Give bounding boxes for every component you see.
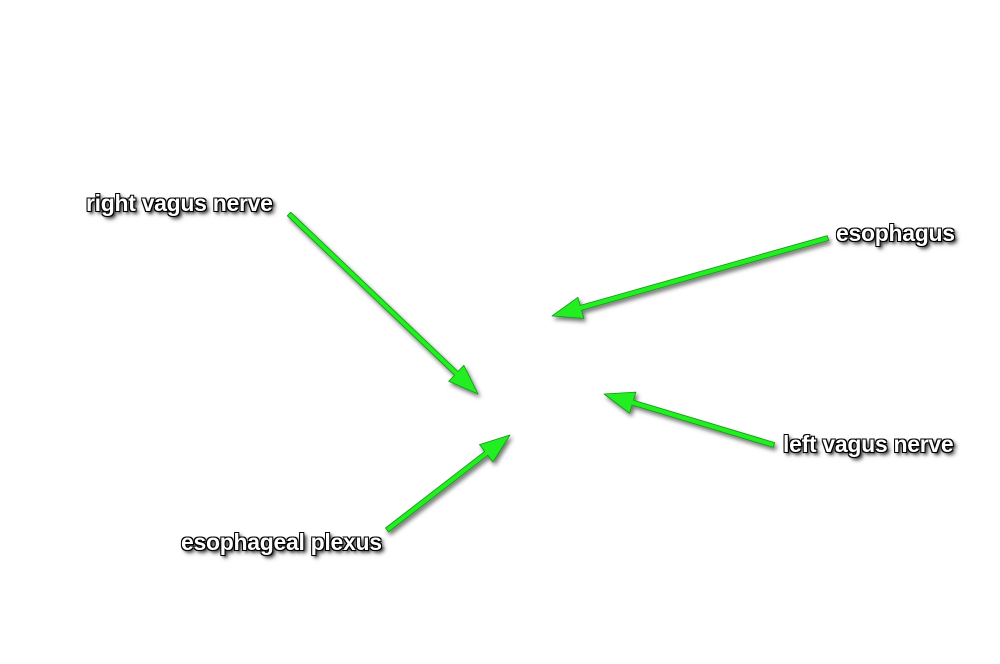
- label-esophageal-plexus: esophageal plexus: [181, 529, 382, 555]
- label-left-vagus-nerve: left vagus nerve: [783, 431, 954, 457]
- label-right-vagus-nerve: right vagus nerve: [86, 190, 273, 216]
- arrow-right-vagus-nerve: [286, 211, 479, 395]
- arrow-esophagus: [551, 235, 830, 319]
- arrow-left-vagus-nerve: [603, 391, 776, 448]
- arrow-esophageal-plexus: [385, 434, 511, 533]
- label-esophagus: esophagus: [836, 220, 955, 246]
